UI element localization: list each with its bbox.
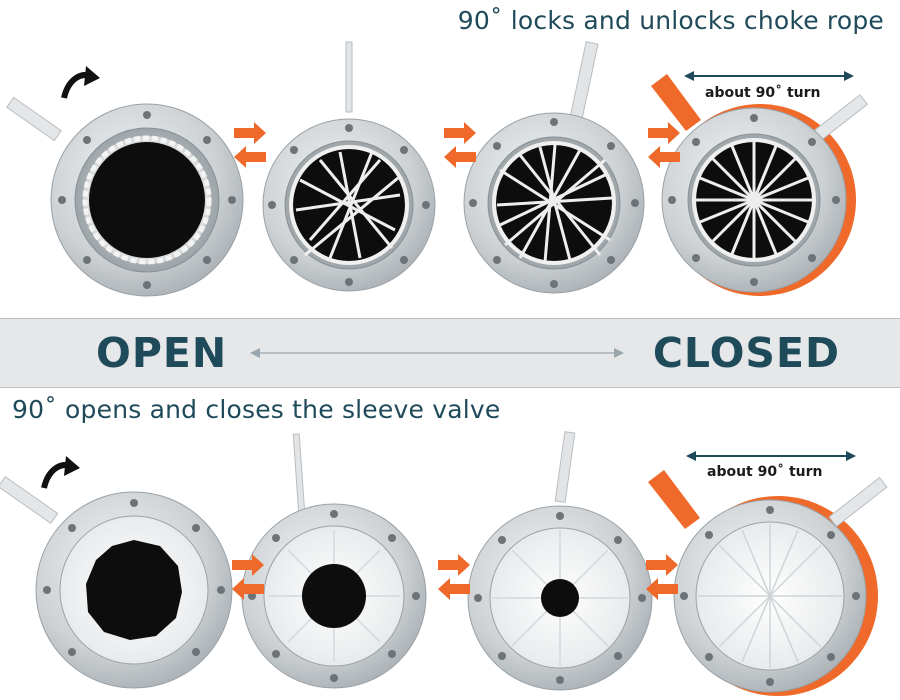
- bottom-valve-1: [0, 476, 233, 689]
- turn-label-top: about 90˚ turn: [705, 85, 821, 101]
- bottom-valve-4: [673, 476, 888, 696]
- swap-arrows-icon-bottom: [232, 554, 678, 600]
- bottom-orange-handle: [648, 470, 700, 529]
- double-headed-arrow-icon-state: [250, 348, 624, 358]
- top-caption: 90˚ locks and unlocks choke rope: [457, 6, 884, 35]
- bottom-valve-3: [467, 431, 653, 691]
- double-headed-arrow-icon: [684, 71, 854, 81]
- rotate-arrow-icon-bottom-head: [64, 456, 80, 476]
- top-orange-handle: [651, 74, 701, 131]
- double-headed-arrow-icon-bottom: [686, 451, 856, 461]
- open-label: OPEN: [96, 329, 228, 377]
- bottom-caption: 90˚ opens and closes the sleeve valve: [12, 395, 501, 424]
- rotate-arrow-icon-head: [84, 66, 100, 86]
- top-valve-4: [661, 94, 869, 296]
- closed-label: CLOSED: [652, 329, 840, 377]
- state-arrow: [252, 352, 622, 354]
- top-valve-1: [6, 96, 244, 297]
- turn-label-bottom: about 90˚ turn: [707, 464, 823, 480]
- swap-arrows-icon: [234, 122, 680, 168]
- top-valve-3: [463, 41, 645, 294]
- state-band: OPEN CLOSED: [0, 318, 900, 388]
- bottom-valve-2: [241, 433, 427, 689]
- top-valve-2: [262, 41, 436, 292]
